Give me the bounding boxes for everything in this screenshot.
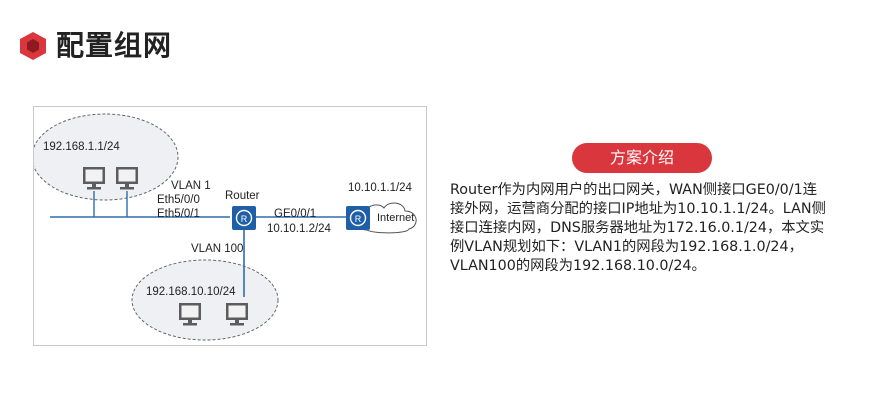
network-diagram: R R 192.168.1.1/24 VLAN 1 Eth5/0/0 Eth5/…: [33, 106, 427, 346]
solution-badge: 方案介绍: [572, 143, 712, 173]
router-icon: R: [232, 206, 256, 230]
solution-description: Router作为内网用户的出口网关，WAN侧接口GE0/0/1连 接外网，运营商…: [450, 181, 834, 276]
eth-port-2-label: Eth5/0/1: [157, 208, 200, 220]
isp-router-icon: R: [346, 206, 370, 230]
lan1-zone: [34, 113, 179, 201]
description-line: VLAN100的网段为192.168.10.0/24。: [450, 258, 706, 274]
description-line: 接外网，运营商分配的接口IP地址为10.10.1.1/24。LAN侧: [450, 201, 826, 217]
router-label: Router: [225, 190, 260, 202]
vlan100-label: VLAN 100: [191, 243, 244, 255]
description-line: Router作为内网用户的出口网关，WAN侧接口GE0/0/1连: [450, 182, 817, 198]
description-line: 接口连接内网，DNS服务器地址为172.16.0.1/24，本文实: [450, 220, 825, 236]
lan100-zone: [131, 259, 279, 341]
internet-label: Internet: [377, 212, 415, 224]
red-hexagon-icon: [20, 32, 46, 60]
description-line: 例VLAN规划如下：VLAN1的网段为192.168.1.0/24，: [450, 239, 803, 255]
page-title: 配置组网: [56, 29, 173, 62]
diagram-graphics: R R: [34, 113, 417, 341]
lan100-subnet-label: 192.168.10.10/24: [146, 286, 236, 298]
eth-port-1-label: Eth5/0/0: [157, 194, 200, 206]
ge-port-label: GE0/0/1: [274, 208, 317, 220]
lan1-subnet-label: 192.168.1.1/24: [43, 141, 120, 153]
svg-text:R: R: [241, 214, 248, 224]
vlan1-label: VLAN 1: [171, 180, 211, 192]
wan-ip-label: 10.10.1.2/24: [267, 223, 331, 235]
isp-ip-label: 10.10.1.1/24: [348, 182, 412, 194]
svg-text:R: R: [355, 214, 362, 224]
